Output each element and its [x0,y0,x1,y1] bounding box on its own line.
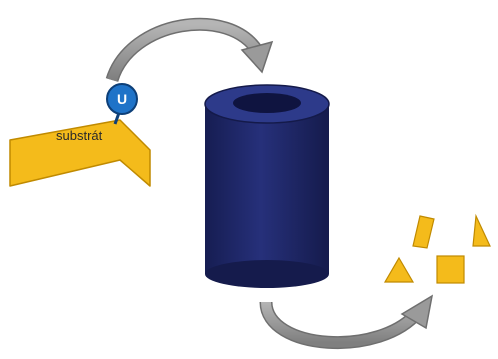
curved-arrow-top [112,24,272,80]
substrate-shape: substrát [10,120,150,186]
fragment-triangle-left [385,258,413,282]
fragment-square [437,256,464,283]
fragment-triangle-right [473,216,490,246]
peptide-fragments [385,216,490,283]
proteasome-cylinder [205,85,329,288]
substrate-label: substrát [56,128,103,143]
fragment-parallelogram [413,216,434,248]
ubiquitin-label: U [117,91,127,107]
curved-arrow-bottom [266,296,432,343]
ubiquitin-tag: U [107,84,137,124]
